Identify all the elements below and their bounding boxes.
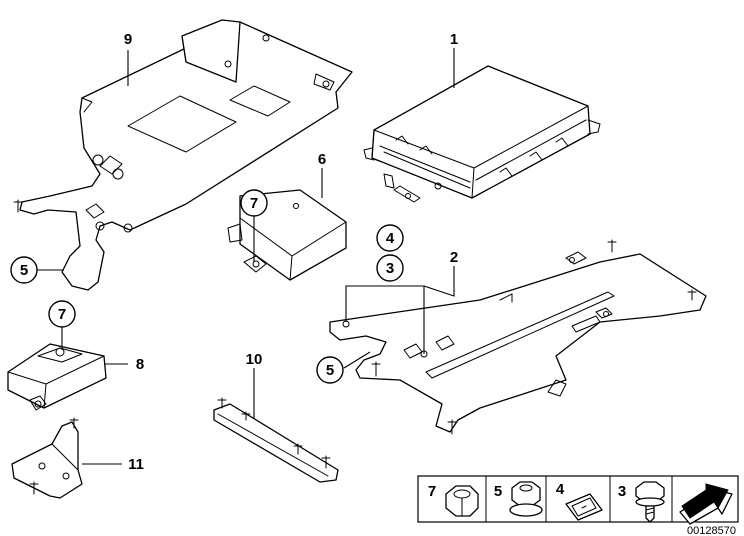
callout-7-module: 7 <box>240 189 268 217</box>
drawing-code: 00128570 <box>687 525 736 536</box>
legend-number-7: 7 <box>428 483 436 500</box>
fastener-legend: 7 5 4 3 <box>417 475 739 525</box>
label-part-9: 9 <box>124 31 132 48</box>
callout-3: 3 <box>376 254 404 282</box>
part-8-small-module <box>7 343 107 411</box>
svg-text:4: 4 <box>386 230 395 247</box>
label-part-8: 8 <box>136 356 144 373</box>
callout-5-plate: 5 <box>316 356 344 384</box>
part-9-bracket <box>13 19 353 291</box>
flange-nut-icon <box>509 481 543 517</box>
label-part-1: 1 <box>450 31 458 48</box>
label-part-6: 6 <box>318 151 326 168</box>
svg-text:5: 5 <box>326 362 334 379</box>
legend-number-5: 5 <box>494 483 502 500</box>
svg-text:3: 3 <box>386 260 394 277</box>
screw-icon <box>635 481 665 523</box>
hex-nut-icon <box>445 485 479 517</box>
legend-number-4: 4 <box>556 481 565 498</box>
part-10-bar-bracket <box>213 397 339 483</box>
part-numbers: 9 1 6 2 8 10 11 <box>124 31 458 473</box>
callout-7-small: 7 <box>48 300 76 328</box>
label-part-10: 10 <box>246 351 263 368</box>
svg-text:5: 5 <box>20 262 28 279</box>
label-part-11: 11 <box>128 456 144 473</box>
legend-number-3: 3 <box>618 483 626 500</box>
part-11-small-bracket <box>11 417 83 499</box>
part-2-base-plate <box>329 239 707 435</box>
leader-lines <box>36 48 455 465</box>
label-part-2: 2 <box>450 249 458 266</box>
part-6-module <box>227 189 347 281</box>
spring-clip-icon <box>565 493 603 521</box>
callout-5-left: 5 <box>10 256 38 284</box>
part-1-control-unit <box>363 65 601 203</box>
arrow-icon <box>679 483 733 525</box>
svg-text:7: 7 <box>58 306 66 323</box>
circled-callouts: 5 7 4 3 5 7 <box>10 189 404 384</box>
svg-text:7: 7 <box>250 195 258 212</box>
callout-4: 4 <box>376 224 404 252</box>
